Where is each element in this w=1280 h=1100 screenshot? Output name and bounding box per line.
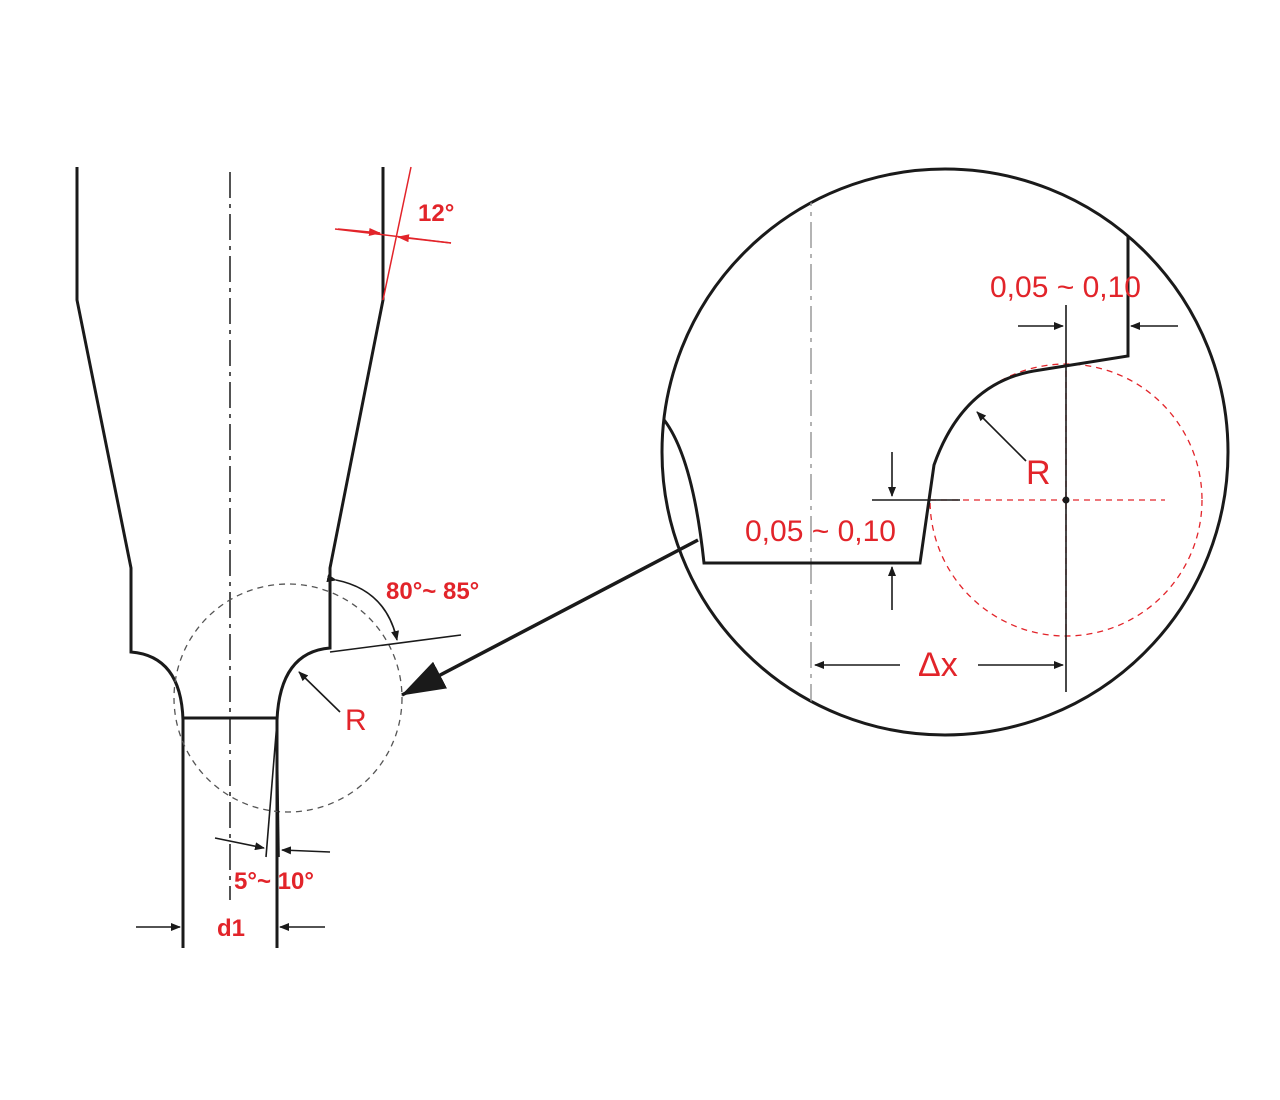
tip-angle-arrow-left [214,837,265,851]
tip-angle-arrow-right [281,846,331,855]
detail-view: 0,05 ~ 0,10 R 0,05 ~ 0,10 Δx [660,167,1230,737]
detail-radius-label: R [1026,454,1051,492]
relief-angle-arrow-right [397,234,452,244]
detail-callout-arrow [401,538,699,697]
tool-profile [75,167,403,948]
relief-angle-arrow-left [337,227,381,236]
radius-leader-main [298,671,341,713]
detail-top-offset-dimension: 0,05 ~ 0,10 [990,271,1178,692]
relief-angle-label: 12° [418,200,454,227]
detail-zone-circle [173,583,403,813]
tip-angle-line-a [265,721,278,858]
detail-radius-dimension: R [976,411,1051,492]
diameter-label: d1 [217,915,245,942]
shoulder-angle-dimension: 80°~ 85° [326,574,479,653]
tip-angle-line-b [276,721,280,858]
diameter-dimension: d1 [136,915,325,942]
tool-right-outline [275,167,385,948]
detail-view-circle [660,167,1230,737]
detail-left-offset-label: 0,05 ~ 0,10 [745,515,896,548]
detail-delta-x-dimension: Δx [814,646,1064,684]
tool-left-outline [75,167,185,948]
shoulder-angle-arc [326,574,399,641]
detail-radius-leader [976,411,1027,462]
shoulder-angle-extension-line [329,634,462,653]
radius-label-main: R [345,704,367,737]
delta-x-label: Δx [918,646,958,684]
detail-top-offset-label: 0,05 ~ 0,10 [990,271,1141,304]
relief-angle-taper-line [382,166,412,301]
tip-angle-dimension: 5°~ 10° [214,721,331,895]
radius-dimension-main: R [298,671,367,737]
tip-angle-label: 5°~ 10° [234,868,314,895]
shoulder-angle-label: 80°~ 85° [386,578,479,605]
detail-profile-outline [662,235,1130,565]
relief-angle-dimension: 12° [334,166,454,301]
detail-left-offset-dimension: 0,05 ~ 0,10 [745,452,960,610]
